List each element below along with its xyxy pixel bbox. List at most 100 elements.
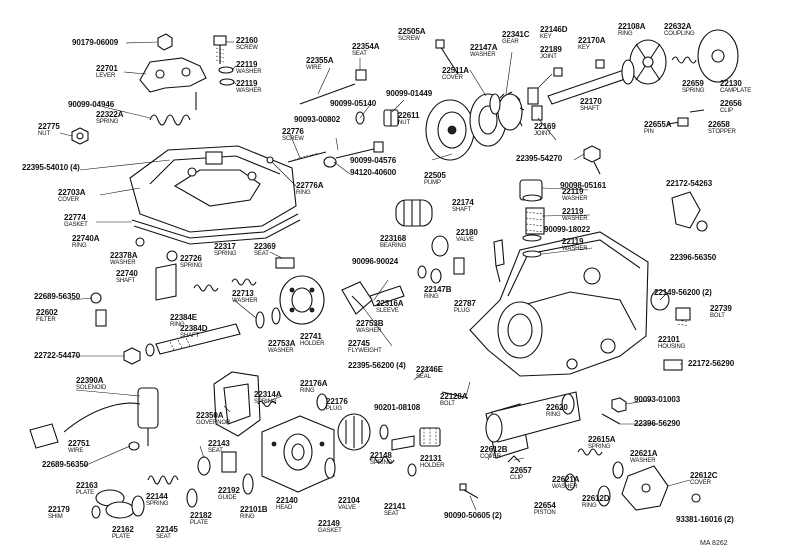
clip-22657 <box>507 455 521 463</box>
callout-number: 90090-50605 (2) <box>444 511 502 520</box>
callout: 90201-08108 <box>374 404 420 412</box>
washer-22119-c <box>522 194 542 202</box>
callout-part-name: PLUG <box>326 406 342 412</box>
shaft-22384d <box>155 323 241 355</box>
seat-22354a <box>355 69 367 81</box>
callout-number: 22314A <box>254 390 282 399</box>
callout-number: 22396-56350 <box>670 253 717 262</box>
clip-22656 <box>689 109 705 113</box>
callout-part-name: WASHER <box>236 88 262 94</box>
callout-part-name: VALVE <box>338 505 356 511</box>
callout-part-name: GEAR <box>502 39 519 45</box>
callout-part-name: SPRING <box>96 119 119 125</box>
washer-22119-b <box>219 78 235 86</box>
plate-22162 <box>105 501 135 519</box>
callout-number: 22657 <box>510 466 532 475</box>
callout-number: 22612C <box>690 471 718 480</box>
pump-housing-22101 <box>469 207 649 377</box>
ring-22108a <box>621 59 635 85</box>
callout-part-name: SPRING <box>180 263 203 269</box>
plug-22176 <box>337 413 371 451</box>
callout-number: 22620 <box>546 403 568 412</box>
callout-part-name: SPRING <box>682 88 705 94</box>
callout-part-name: SEAT <box>254 251 269 257</box>
callout: 90099-04576 <box>350 157 396 165</box>
ring-22689-56350-b <box>128 441 140 451</box>
washer-22119-a <box>218 66 234 74</box>
callout-part-name: WIRE <box>68 448 84 454</box>
callout-number: 22192 <box>218 486 240 495</box>
ring-22740a <box>135 237 145 247</box>
callout-part-name: SPRING <box>588 444 611 450</box>
spring-22322a <box>149 114 191 126</box>
washer-22713 <box>255 311 265 329</box>
callout-number: 22745 <box>348 339 370 348</box>
callout-part-name: GASKET <box>318 528 342 534</box>
callout-part-name: WASHER <box>470 52 496 58</box>
callout-part-name: FLYWEIGHT <box>348 348 382 354</box>
callout-number: 223168 <box>380 234 407 243</box>
callout-number: 22350A <box>196 411 224 420</box>
washer-90096-90024 <box>417 265 427 279</box>
distributor-head-22140 <box>261 415 335 493</box>
callout-part-name: RING <box>582 503 597 509</box>
callout-number: 90179-06009 <box>72 38 119 47</box>
callout: 90096-90024 <box>352 258 398 266</box>
spring-22144 <box>147 475 179 485</box>
callout-part-name: SHAFT <box>580 106 600 112</box>
callout-number: 22179 <box>48 505 70 514</box>
callout-number: 22753B <box>356 319 384 328</box>
callout-part-name: HOLDER <box>420 463 445 469</box>
nut-22722-54470 <box>123 347 141 365</box>
callout: 22172-54263 <box>666 180 712 188</box>
callout-number: 90099-05140 <box>330 99 377 108</box>
governor-22350a <box>213 371 261 437</box>
callout-part-name: PLUG <box>454 308 470 314</box>
callout-part-name: SHAFT <box>180 333 200 339</box>
callout-number: 22384E <box>170 313 197 322</box>
leader-lines <box>59 41 691 511</box>
callout-part-name: WASHER <box>562 196 588 202</box>
callout: 90099-05140 <box>330 100 376 108</box>
callout-number: 22395-54270 <box>516 154 563 163</box>
ring-22101b <box>242 473 254 495</box>
ring-22612d <box>597 485 611 507</box>
key-22146d <box>553 67 563 77</box>
spring-22314a <box>257 400 277 408</box>
callout-number: 22148 <box>370 451 392 460</box>
callout: 90098-05161 <box>560 182 606 190</box>
callout-part-name: GOVERNOR <box>196 420 231 426</box>
screw-22396-56290 <box>601 413 621 425</box>
callout-part-name: SPRING <box>370 460 393 466</box>
governor-cover-22703a <box>129 145 297 233</box>
